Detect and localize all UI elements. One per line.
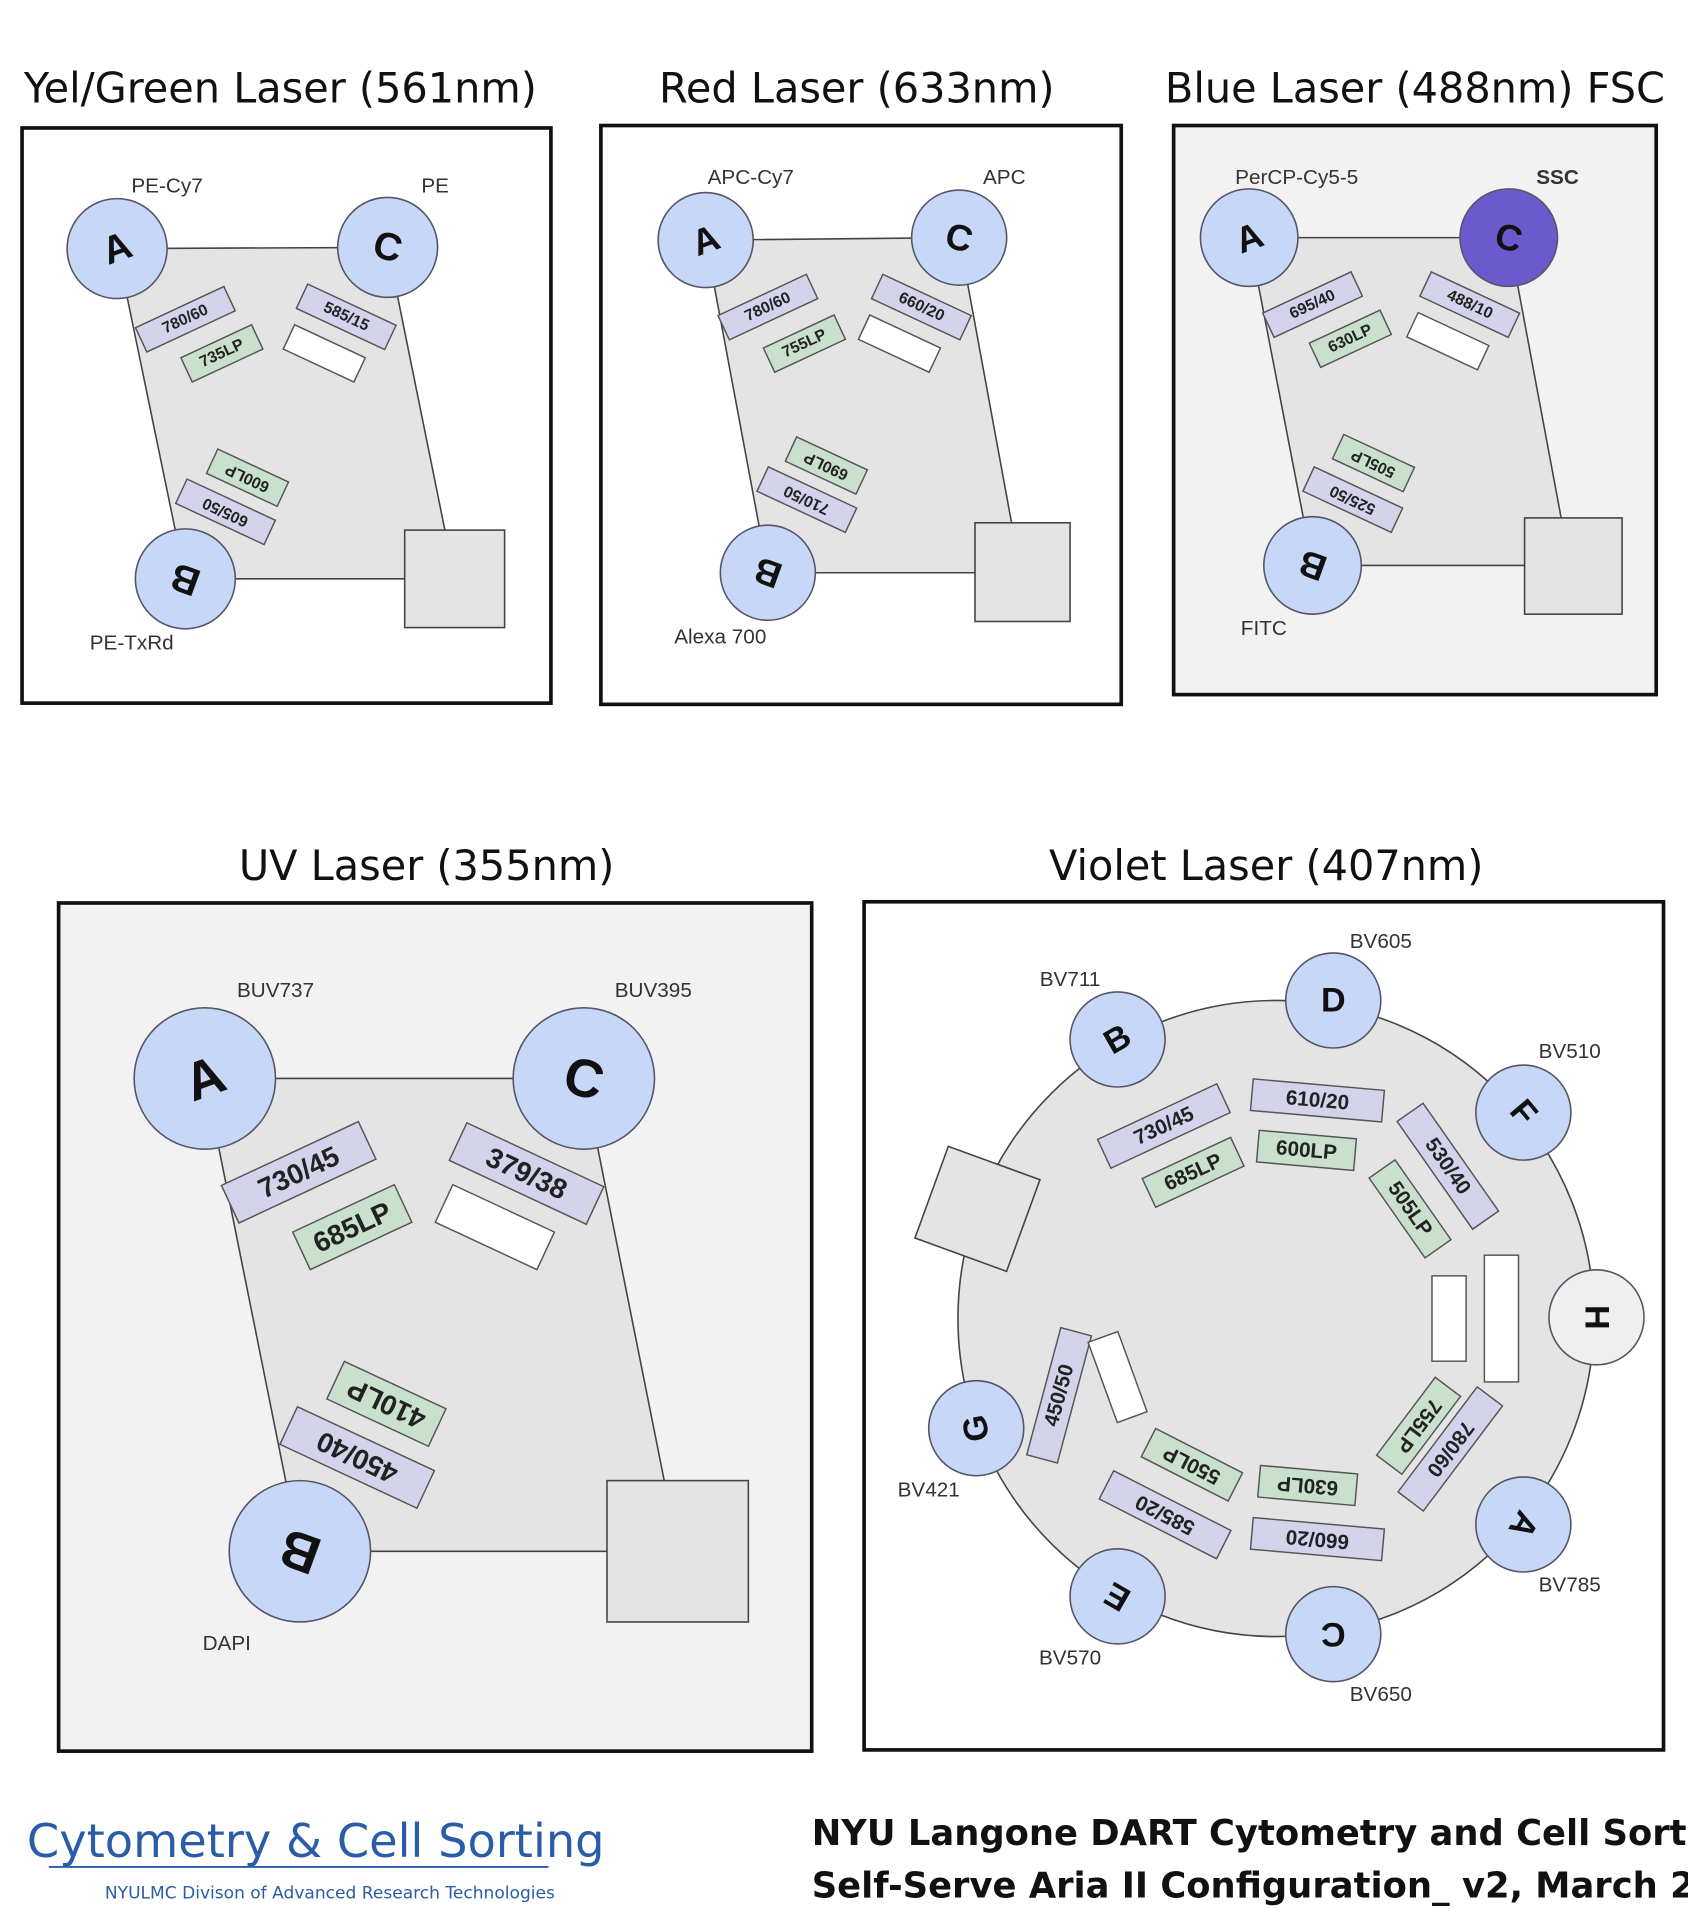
detector-b: B — [1263, 515, 1363, 615]
detector-b-label: BV711 — [1040, 968, 1101, 991]
footer-title-line2: Self-Serve Aria II Configuration_ v2, Ma… — [812, 1865, 1688, 1906]
filter-longpass: 550LP — [1140, 1427, 1244, 1502]
detector-a: A — [1475, 1476, 1572, 1573]
panel-title: Red Laser (633nm) — [659, 64, 1055, 112]
filter-empty — [1483, 1254, 1520, 1383]
filter-longpass: 600LP — [1255, 1129, 1358, 1172]
detector-b-label: PE-TxRd — [90, 632, 174, 655]
svg-text:G: G — [955, 1412, 997, 1445]
logo-text: Cytometry & Cell Sorting — [27, 1814, 605, 1868]
detector-a-label: PE-Cy7 — [131, 175, 202, 198]
detector-block — [606, 1479, 750, 1623]
detector-g-label: BV421 — [898, 1478, 960, 1501]
panel-title: UV Laser (355nm) — [239, 842, 615, 890]
detector-c-label: APC — [983, 166, 1026, 189]
detector-block — [974, 521, 1071, 623]
detector-a: A — [133, 1006, 277, 1150]
panel-blue-laser: Blue Laser (488nm) FSC 695/40 630LP 488/… — [1165, 64, 1665, 697]
detector-e: E — [1069, 1548, 1166, 1645]
filter-empty — [1087, 1330, 1148, 1424]
svg-text:C: C — [1321, 1615, 1346, 1653]
detector-b-label: Alexa 700 — [674, 625, 766, 648]
svg-text:610/20: 610/20 — [1285, 1086, 1350, 1114]
panel-red-laser: Red Laser (633nm) 780/60 755LP 660/20 69… — [599, 64, 1124, 707]
detector-a-label: PerCP-Cy5-5 — [1235, 166, 1358, 189]
svg-text:D: D — [1321, 981, 1346, 1019]
filter-empty — [282, 323, 367, 383]
detector-b: B — [719, 524, 817, 622]
svg-text:630LP: 630LP — [1276, 1471, 1339, 1499]
detector-a-label: APC-Cy7 — [708, 166, 794, 189]
panel-violet-laser: Violet Laser (407nm) 730/45 685LP 610/20… — [862, 842, 1666, 1752]
filter-empty — [1431, 1275, 1467, 1362]
detector-block — [1523, 517, 1623, 615]
filter-bandpass: 605/50 — [174, 478, 277, 546]
detector-c-label: BUV395 — [615, 979, 692, 1002]
detector-b: B — [134, 528, 237, 630]
detector-a-label: BUV737 — [237, 979, 314, 1002]
detector-block — [913, 1145, 1041, 1273]
detector-block — [403, 529, 506, 629]
detector-b-label: DAPI — [203, 1632, 251, 1655]
detector-c: C — [336, 196, 439, 299]
panel-title: Blue Laser (488nm) FSC — [1165, 64, 1665, 112]
detector-d-label: BV605 — [1350, 930, 1412, 953]
panel-title: Violet Laser (407nm) — [1049, 842, 1483, 890]
detector-a: A — [66, 197, 168, 300]
svg-text:660/20: 660/20 — [1285, 1525, 1350, 1553]
detector-c: C — [910, 189, 1008, 286]
filter-empty — [1405, 311, 1490, 371]
footer-title-line1: NYU Langone DART Cytometry and Cell Sort… — [812, 1813, 1688, 1854]
detector-e-label: BV570 — [1039, 1647, 1101, 1670]
detector-a-label: BV785 — [1539, 1574, 1601, 1597]
panel-uv-laser: UV Laser (355nm) 730/45 685LP 379/38 410… — [56, 842, 814, 1753]
detector-c: C — [512, 1006, 656, 1150]
detector-a: A — [657, 191, 755, 289]
detector-a: A — [1199, 188, 1299, 288]
filter-longpass: 630LP — [1256, 1464, 1359, 1507]
svg-text:H: H — [1577, 1305, 1615, 1330]
detector-g: G — [927, 1379, 1025, 1477]
detector-d: D — [1284, 952, 1382, 1049]
detector-c-ssc: C — [1459, 188, 1559, 288]
detector-b-label: FITC — [1241, 617, 1287, 640]
detector-f: F — [1475, 1064, 1572, 1161]
detector-c-label: SSC — [1536, 166, 1579, 189]
filter-bandpass: 585/15 — [295, 283, 398, 351]
filter-bandpass: 610/20 — [1249, 1078, 1386, 1123]
detector-c-label: BV650 — [1350, 1683, 1412, 1706]
detector-h: H — [1548, 1269, 1645, 1366]
detector-b: B — [1069, 991, 1166, 1088]
logo-subtitle: NYULMC Divison of Advanced Research Tech… — [105, 1884, 555, 1904]
filter-bandpass: 660/20 — [1249, 1516, 1386, 1562]
filter-empty — [857, 314, 942, 374]
detector-b: B — [228, 1479, 372, 1623]
filter-bandpass: 488/10 — [1418, 270, 1521, 339]
panel-title: Yel/Green Laser (561nm) — [23, 64, 537, 112]
svg-text:600LP: 600LP — [1275, 1136, 1338, 1164]
detector-f-label: BV510 — [1539, 1040, 1601, 1063]
footer-logo: Cytometry & Cell Sorting NYULMC Divison … — [27, 1814, 605, 1903]
filter-longpass: 505LP — [1368, 1158, 1452, 1259]
detector-c-label: PE — [421, 175, 449, 198]
filter-empty — [434, 1183, 556, 1271]
detector-c: C — [1284, 1585, 1382, 1683]
panel-yel-green-laser: Yel/Green Laser (561nm) 780/60 735LP 585… — [20, 64, 553, 705]
